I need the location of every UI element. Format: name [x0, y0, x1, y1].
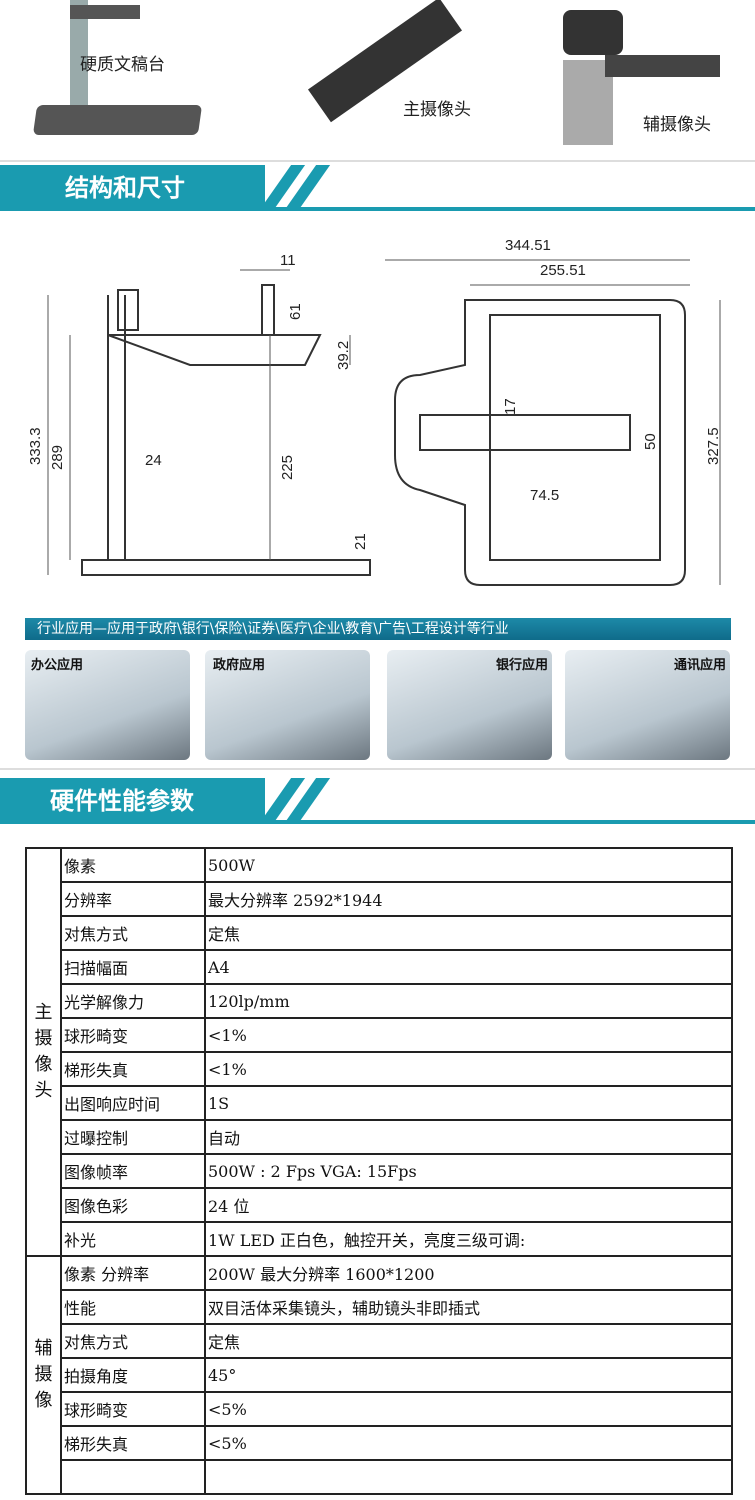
dim-289: 289 — [49, 445, 66, 470]
dim-333-3: 333.3 — [27, 427, 44, 465]
table-row: 梯形失真<5% — [26, 1425, 733, 1461]
dim-74-5: 74.5 — [530, 487, 559, 504]
photo-label: 银行应用 — [495, 658, 548, 673]
dim-255-51: 255.51 — [540, 262, 586, 279]
spec-name: 图像色彩 — [60, 1187, 206, 1223]
spec-name: 分辨率 — [60, 881, 206, 917]
product-document-stand: 硬质文稿台 — [30, 0, 205, 160]
label-aux-camera: 辅摄像头 — [643, 115, 711, 135]
spec-name: 扫描幅面 — [60, 949, 206, 985]
dim-327-5: 327.5 — [705, 427, 722, 465]
section-header-structure: 结构和尺寸 — [0, 165, 755, 215]
spec-value: 自动 — [204, 1119, 733, 1155]
dim-24: 24 — [145, 452, 162, 469]
spec-value: 500W — [204, 847, 733, 883]
spec-name: 对焦方式 — [60, 1323, 206, 1359]
table-row — [26, 1459, 733, 1495]
spec-value: <1% — [204, 1017, 733, 1053]
dim-61: 61 — [287, 303, 304, 320]
spec-name — [60, 1459, 206, 1495]
spec-value: <5% — [204, 1391, 733, 1427]
spec-name: 拍摄角度 — [60, 1357, 206, 1393]
spec-value: 双目活体采集镜头，辅助镜头非即插式 — [204, 1289, 733, 1325]
photo-bank: 银行应用 — [387, 650, 552, 760]
label-document-stand: 硬质文稿台 — [80, 55, 165, 75]
table-row: 性能双目活体采集镜头，辅助镜头非即插式 — [26, 1289, 733, 1325]
spec-value: 1W LED 正白色，触控开关，亮度三级可调: — [204, 1221, 733, 1257]
dim-50: 50 — [642, 433, 659, 450]
table-row: 球形畸变<1% — [26, 1017, 733, 1053]
spec-value: 最大分辨率 2592*1944 — [204, 881, 733, 917]
photo-telecom: 通讯应用 — [565, 650, 730, 760]
photo-label: 办公应用 — [31, 658, 84, 673]
photo-government: 政府应用 — [205, 650, 370, 760]
spec-name: 梯形失真 — [60, 1051, 206, 1087]
dimension-diagram: 11 61 39.2 333.3 289 24 225 21 344.51 25… — [27, 237, 722, 586]
dim-225: 225 — [279, 455, 296, 480]
spec-value: <5% — [204, 1425, 733, 1461]
dim-39-2: 39.2 — [335, 341, 352, 370]
spec-value — [204, 1459, 733, 1495]
spec-name: 过曝控制 — [60, 1119, 206, 1155]
spec-name: 球形畸变 — [60, 1017, 206, 1053]
section-header-hardware: 硬件性能参数 — [0, 778, 755, 828]
section-title: 结构和尺寸 — [0, 165, 265, 211]
product-main-camera: 主摄像头 — [295, 0, 495, 160]
table-row: 过曝控制自动 — [26, 1119, 733, 1155]
spec-value: 200W 最大分辨率 1600*1200 — [204, 1255, 733, 1291]
product-aux-camera: 辅摄像头 — [555, 0, 725, 160]
table-row: 对焦方式定焦 — [26, 1323, 733, 1359]
spec-name: 梯形失真 — [60, 1425, 206, 1461]
spec-name: 出图响应时间 — [60, 1085, 206, 1121]
spec-value: 1S — [204, 1085, 733, 1121]
industry-banner: 行业应用—应用于政府\银行\保险\证券\医疗\企业\教育\广告\工程设计等行业 — [25, 618, 731, 640]
spec-name: 像素 — [60, 847, 206, 883]
spec-name: 图像帧率 — [60, 1153, 206, 1189]
photo-label: 通讯应用 — [673, 658, 726, 673]
spec-value: 500W : 2 Fps VGA: 15Fps — [204, 1153, 733, 1189]
spec-value: 45° — [204, 1357, 733, 1393]
spec-value: 24 位 — [204, 1187, 733, 1223]
spec-name: 性能 — [60, 1289, 206, 1325]
table-row: 球形畸变<5% — [26, 1391, 733, 1427]
spec-name: 对焦方式 — [60, 915, 206, 951]
table-row: 梯形失真<1% — [26, 1051, 733, 1087]
spec-name: 补光 — [60, 1221, 206, 1257]
label-main-camera: 主摄像头 — [403, 100, 471, 120]
dim-21: 21 — [352, 533, 369, 550]
section-title: 硬件性能参数 — [0, 778, 265, 824]
dim-344-51: 344.51 — [505, 237, 551, 254]
dim-17: 17 — [502, 398, 519, 415]
group-label: 主摄像头 — [25, 847, 62, 1257]
table-row: 对焦方式定焦 — [26, 915, 733, 951]
group-label: 辅摄像 — [25, 1255, 62, 1495]
spec-value: A4 — [204, 949, 733, 985]
spec-name: 球形畸变 — [60, 1391, 206, 1427]
spec-value: <1% — [204, 1051, 733, 1087]
spec-value: 定焦 — [204, 1323, 733, 1359]
spec-name: 像素 分辨率 — [60, 1255, 206, 1291]
dim-11: 11 — [280, 252, 296, 269]
spec-name: 光学解像力 — [60, 983, 206, 1019]
spec-value: 定焦 — [204, 915, 733, 951]
photo-label: 政府应用 — [213, 658, 266, 673]
photo-office: 办公应用 — [25, 650, 190, 760]
spec-value: 120lp/mm — [204, 983, 733, 1019]
table-row: 分辨率最大分辨率 2592*1944 — [26, 881, 733, 917]
